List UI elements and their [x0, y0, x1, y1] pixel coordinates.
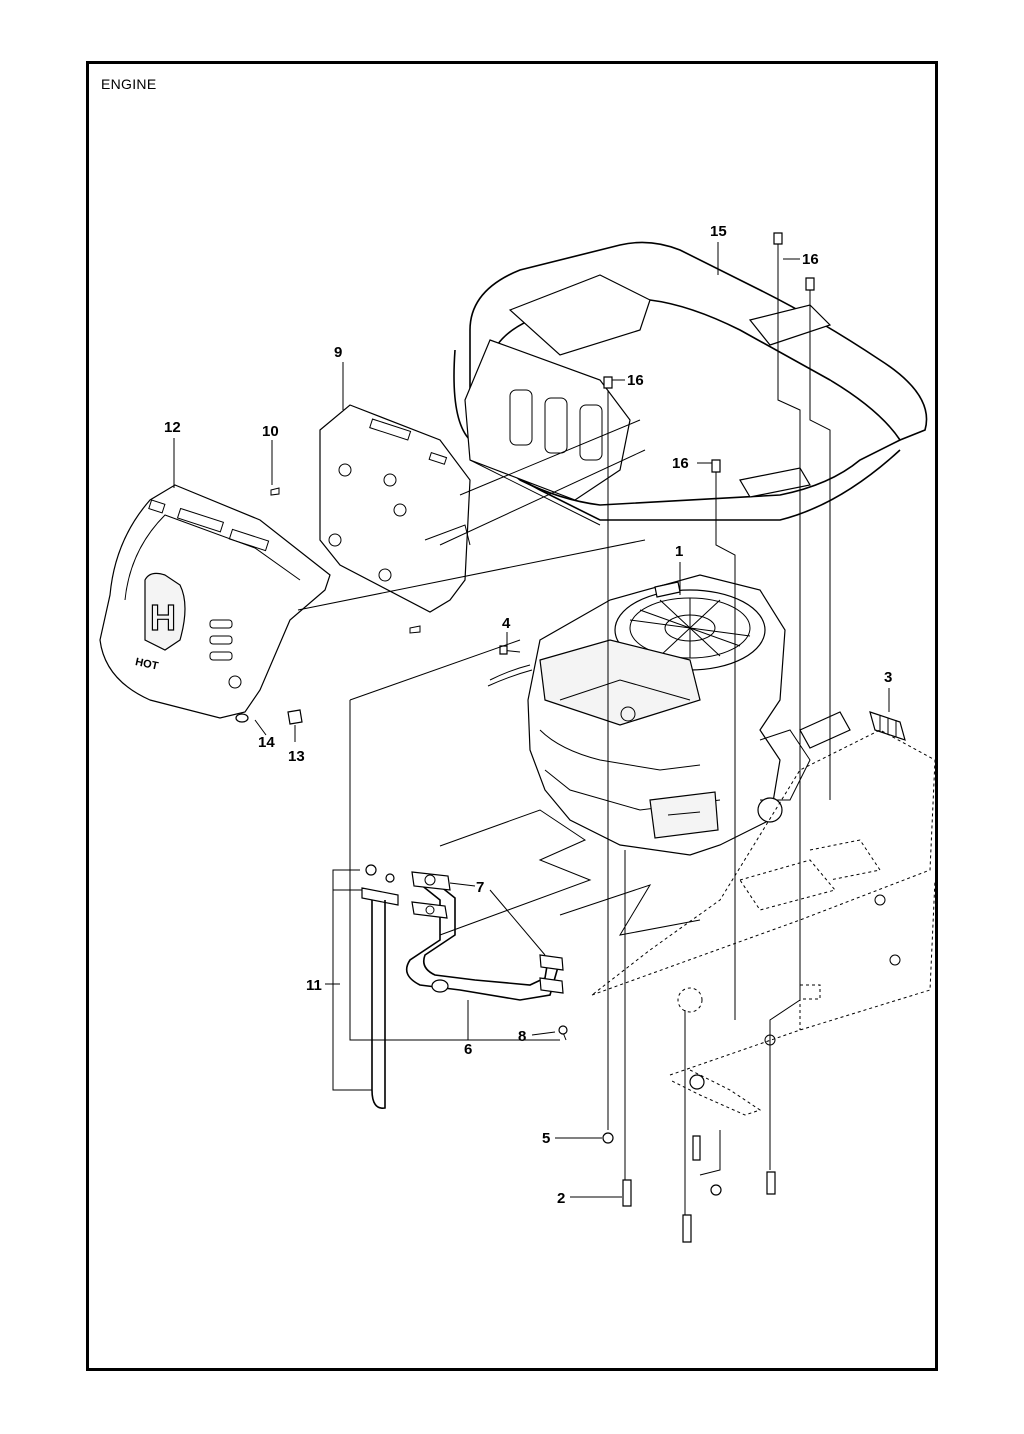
callout-16-right: 16 — [672, 455, 689, 472]
callout-12: 12 — [164, 419, 181, 436]
callout-6: 6 — [464, 1041, 472, 1058]
bolts — [602, 232, 815, 1243]
callout-2: 2 — [557, 1190, 565, 1207]
exhaust-bracket-part — [361, 864, 399, 1109]
callout-14: 14 — [258, 734, 275, 751]
callout-labels: 1 2 3 4 5 6 7 8 9 10 11 12 13 14 15 16 1… — [164, 223, 892, 1207]
engine-part — [527, 574, 851, 856]
callout-10: 10 — [262, 423, 279, 440]
callout-4: 4 — [502, 615, 511, 632]
inner-shroud-part — [319, 404, 471, 613]
callout-5: 5 — [542, 1130, 550, 1147]
hood-fasteners — [235, 487, 421, 725]
callout-7: 7 — [476, 879, 484, 896]
callout-9: 9 — [334, 344, 342, 361]
upper-frame-part — [453, 241, 928, 526]
front-hood-part: H HOT — [99, 484, 331, 719]
page-title: ENGINE — [101, 76, 157, 92]
sensor-part — [869, 711, 906, 741]
callout-1: 1 — [675, 543, 683, 560]
hood-warning-text: HOT — [134, 656, 159, 673]
callout-8: 8 — [518, 1028, 526, 1045]
callout-16-top: 16 — [802, 251, 819, 268]
clamp-screw-part — [487, 645, 533, 687]
callout-16-middle: 16 — [627, 372, 644, 389]
callout-15: 15 — [710, 223, 727, 240]
diagram-frame — [86, 61, 938, 1371]
hood-logo-letter: H — [150, 597, 176, 638]
leader-lines — [173, 242, 890, 1215]
callout-13: 13 — [288, 748, 305, 765]
callout-11: 11 — [306, 977, 322, 994]
callout-3: 3 — [884, 669, 892, 686]
exhaust-part — [405, 871, 568, 1041]
